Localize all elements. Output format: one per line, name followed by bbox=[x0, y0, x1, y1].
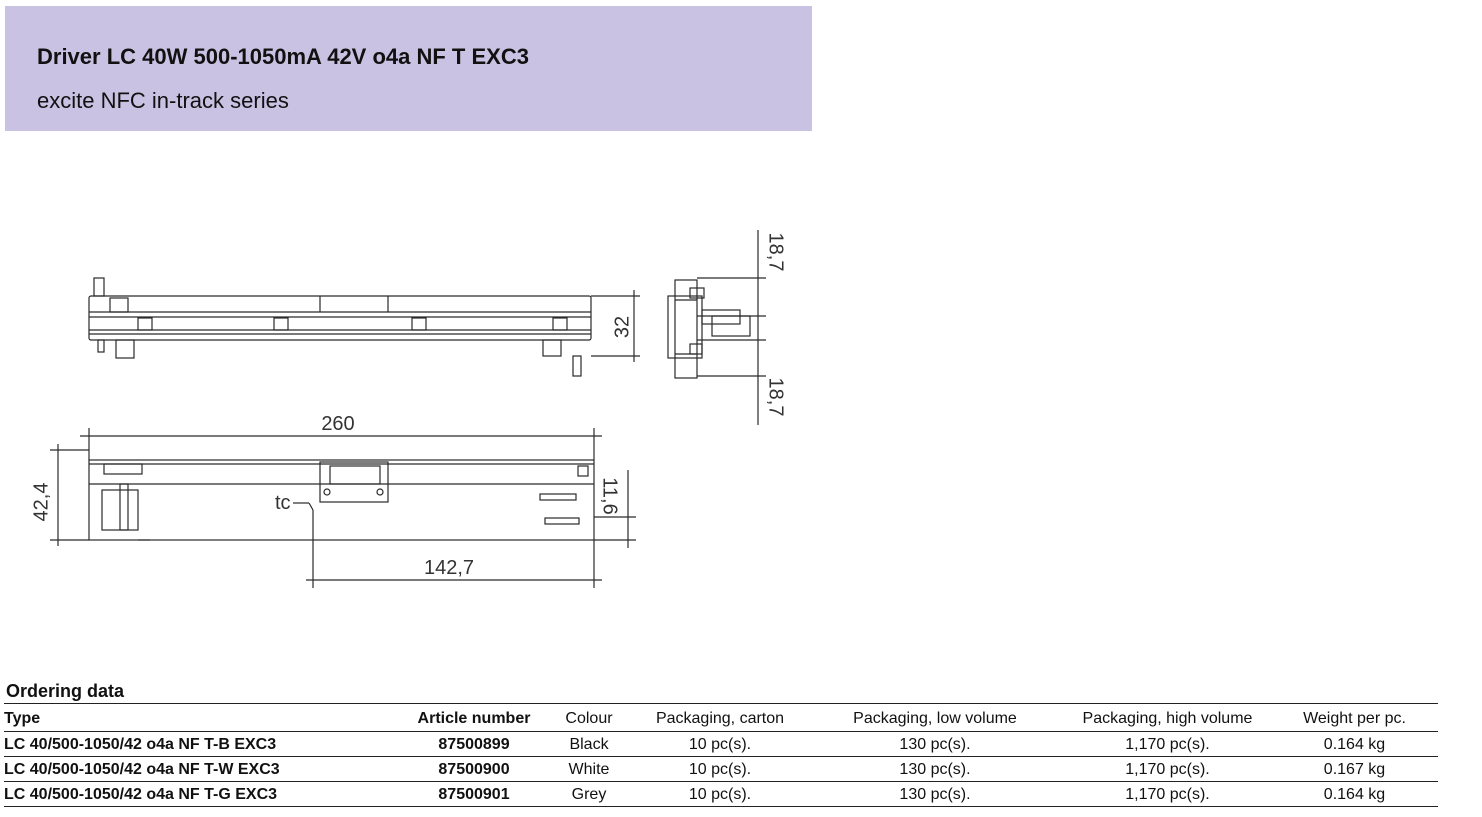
cell-packaging-carton: 10 pc(s). bbox=[688, 736, 752, 753]
dimension-42-4 bbox=[50, 444, 89, 546]
ordering-data-heading: Ordering data bbox=[6, 681, 125, 701]
dimension-260 bbox=[80, 428, 602, 460]
cell-article-number: 87500901 bbox=[438, 786, 510, 803]
cell-packaging-carton: 10 pc(s). bbox=[688, 786, 752, 803]
cell-colour: Grey bbox=[571, 786, 607, 803]
table-header-row: Type Article number Colour Packaging, ca… bbox=[4, 703, 1438, 732]
product-subtitle: excite NFC in-track series bbox=[37, 88, 289, 113]
dimension-32 bbox=[591, 290, 640, 362]
dimension-label-18-7-bottom: 18,7 bbox=[765, 378, 787, 417]
column-header-packaging-low-volume: Packaging, low volume bbox=[853, 710, 1017, 727]
dimension-18-7 bbox=[697, 230, 766, 425]
cell-packaging-high-volume: 1,170 pc(s). bbox=[1125, 736, 1210, 753]
dimension-label-tc: tc bbox=[275, 492, 291, 514]
dimension-label-260: 260 bbox=[321, 413, 354, 435]
column-header-type: Type bbox=[4, 710, 41, 727]
cell-packaging-carton: 10 pc(s). bbox=[688, 761, 752, 778]
cell-colour: White bbox=[568, 761, 610, 778]
dimension-label-18-7-top: 18,7 bbox=[765, 233, 787, 272]
table-row: LC 40/500-1050/42 o4a NF T-B EXC3 875008… bbox=[4, 731, 1438, 757]
dimension-label-11-6: 11,6 bbox=[599, 477, 621, 514]
dimension-11-6 bbox=[594, 470, 636, 548]
cell-type: LC 40/500-1050/42 o4a NF T-B EXC3 bbox=[4, 736, 277, 753]
column-header-weight: Weight per pc. bbox=[1303, 710, 1406, 727]
cell-packaging-low-volume: 130 pc(s). bbox=[899, 761, 971, 778]
cell-type: LC 40/500-1050/42 o4a NF T-G EXC3 bbox=[4, 786, 278, 803]
cell-packaging-high-volume: 1,170 pc(s). bbox=[1125, 786, 1210, 803]
cell-type: LC 40/500-1050/42 o4a NF T-W EXC3 bbox=[4, 761, 280, 778]
dimension-142-7 bbox=[293, 502, 602, 588]
column-header-colour: Colour bbox=[565, 710, 613, 727]
front-view-drawing bbox=[88, 459, 595, 541]
column-header-packaging-carton: Packaging, carton bbox=[655, 710, 785, 727]
cell-weight: 0.164 kg bbox=[1323, 736, 1386, 753]
cell-packaging-low-volume: 130 pc(s). bbox=[899, 736, 971, 753]
ordering-table: Type Article number Colour Packaging, ca… bbox=[4, 703, 1438, 807]
cell-article-number: 87500900 bbox=[438, 761, 510, 778]
column-header-packaging-high-volume: Packaging, high volume bbox=[1082, 710, 1253, 727]
cell-weight: 0.167 kg bbox=[1323, 761, 1386, 778]
cell-packaging-high-volume: 1,170 pc(s). bbox=[1125, 761, 1210, 778]
cell-article-number: 87500899 bbox=[438, 736, 510, 753]
cell-weight: 0.164 kg bbox=[1323, 786, 1386, 803]
end-view-drawing bbox=[667, 279, 751, 379]
dimension-label-32: 32 bbox=[611, 316, 633, 338]
dimension-label-42-4: 42,4 bbox=[30, 483, 52, 522]
table-row: LC 40/500-1050/42 o4a NF T-G EXC3 875009… bbox=[4, 781, 1438, 807]
dimension-label-142-7: 142,7 bbox=[424, 557, 474, 579]
cell-packaging-low-volume: 130 pc(s). bbox=[899, 786, 971, 803]
product-header: Driver LC 40W 500-1050mA 42V o4a NF T EX… bbox=[5, 6, 812, 131]
table-row: LC 40/500-1050/42 o4a NF T-W EXC3 875009… bbox=[4, 756, 1438, 782]
side-view-drawing bbox=[88, 277, 592, 377]
column-header-article-number: Article number bbox=[417, 710, 531, 727]
cell-colour: Black bbox=[569, 736, 609, 753]
product-title: Driver LC 40W 500-1050mA 42V o4a NF T EX… bbox=[37, 44, 529, 69]
